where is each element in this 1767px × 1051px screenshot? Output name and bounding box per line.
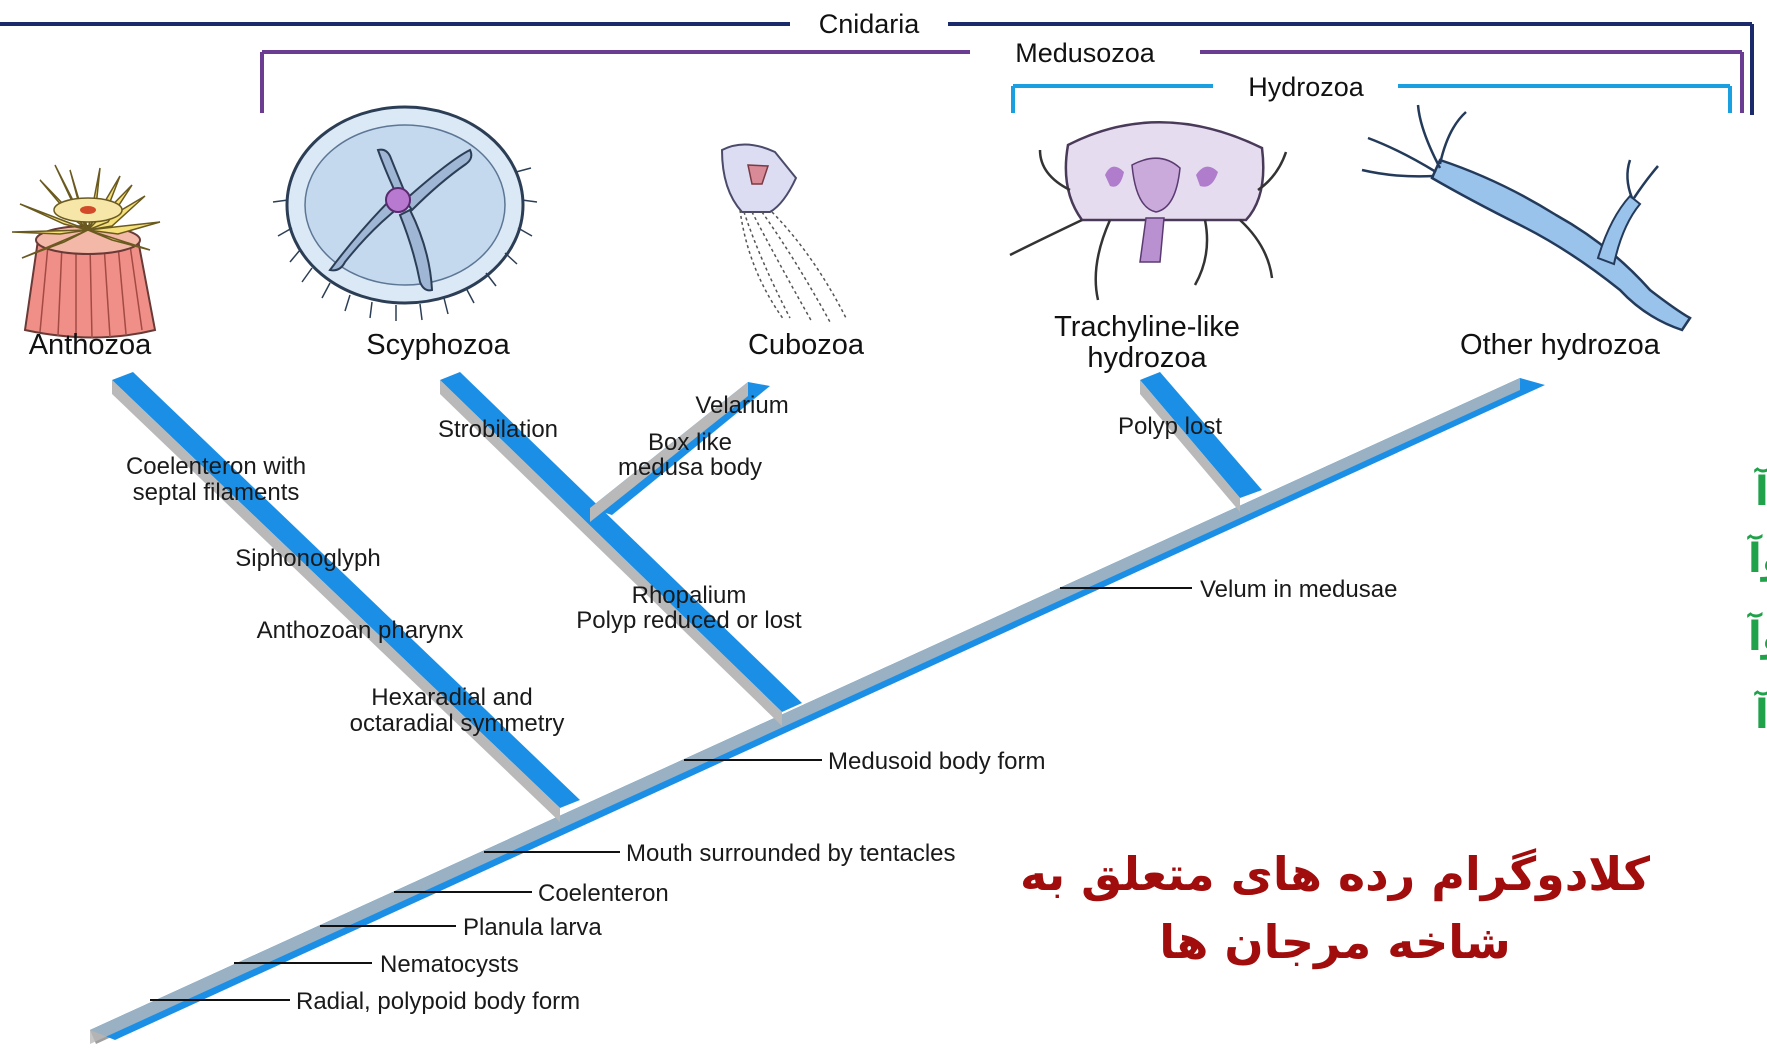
taxon-cubozoa: Cubozoa	[748, 329, 865, 361]
char-septal-line1: Coelenteron with	[126, 453, 306, 480]
trachyline-medusa-illustration	[1010, 122, 1286, 300]
char-strobilation: Strobilation	[438, 416, 558, 443]
taxon-trachyline-line1: Trachyline-like	[1054, 311, 1240, 343]
taxon-scyphozoa: Scyphozoa	[366, 329, 510, 361]
cubozoa-box-jelly-illustration	[722, 144, 846, 322]
hydrozoa-label: Hydrozoa	[1248, 72, 1365, 102]
persian-class-scyphozoa: رده سیفوزوآ	[1747, 533, 1767, 582]
hydrozoa-bracket: Hydrozoa	[1013, 72, 1730, 113]
char-mouth-tentacles: Mouth surrounded by tentacles	[626, 840, 956, 867]
persian-title-line1: کلادوگرام رده های متعلق به	[1020, 847, 1650, 901]
char-rhopalium-line2: Polyp reduced or lost	[576, 607, 802, 634]
char-velum: Velum in medusae	[1200, 576, 1397, 603]
char-septal-line2: septal filaments	[133, 479, 300, 506]
char-medusoid-body: Medusoid body form	[828, 748, 1045, 775]
persian-class-cubozoa: رده کوبوزوآ	[1754, 689, 1767, 738]
char-hexaradial-line2: octaradial symmetry	[350, 710, 565, 737]
char-nematocysts: Nematocysts	[380, 951, 519, 978]
cnidaria-label: Cnidaria	[819, 9, 921, 39]
char-boxlike-line2: medusa body	[618, 454, 762, 481]
medusozoa-label: Medusozoa	[1015, 38, 1156, 68]
char-siphonoglyph: Siphonoglyph	[235, 545, 380, 572]
taxon-trachyline-line2: hydrozoa	[1087, 342, 1207, 374]
taxon-anthozoa: Anthozoa	[29, 329, 152, 361]
char-hexaradial-line1: Hexaradial and	[371, 684, 532, 711]
char-rhopalium-line1: Rhopalium	[632, 582, 747, 609]
char-coelenteron: Coelenteron	[538, 880, 669, 907]
scyphozoa-jellyfish-illustration	[273, 107, 537, 321]
persian-class-hydrozoa: رده هیدروزوآ	[1754, 466, 1767, 515]
hydra-polyp-illustration	[1362, 105, 1690, 330]
persian-title-line2: شاخه مرجان ها	[1159, 915, 1511, 969]
medusozoa-bracket: Medusozoa	[262, 38, 1742, 113]
char-polyp-lost: Polyp lost	[1118, 413, 1222, 440]
char-boxlike-line1: Box like	[648, 429, 732, 456]
char-radial-polypoid: Radial, polypoid body form	[296, 988, 580, 1015]
char-anthozoan-pharynx: Anthozoan pharynx	[257, 617, 464, 644]
sea-anemone-illustration	[12, 165, 160, 338]
taxon-other-hydrozoa: Other hydrozoa	[1460, 329, 1661, 361]
char-planula-larva: Planula larva	[463, 914, 602, 941]
persian-class-anthozoa: رده آنتوزوآ	[1747, 611, 1767, 660]
char-velarium: Velarium	[695, 392, 788, 419]
